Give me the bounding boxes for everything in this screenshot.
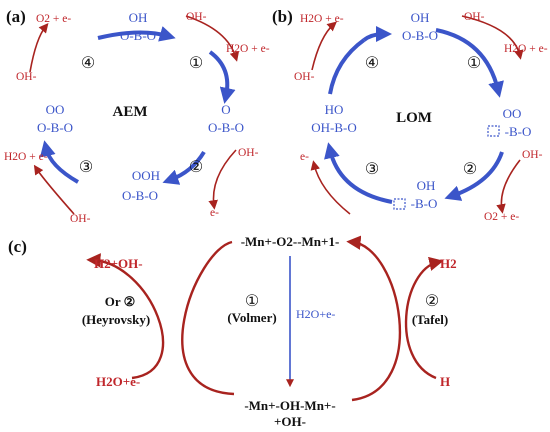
lom-s1-out: H2O + e-	[504, 43, 548, 55]
lom-s3-out: e-	[300, 151, 309, 163]
lom-site-right-lower: -B-O	[505, 124, 532, 139]
her-top-state: -Mn+-O2--Mn+1-	[241, 234, 340, 249]
lom-step-2: ②	[463, 161, 477, 178]
lom-site-left-upper: HO	[325, 102, 344, 117]
lom-side-1	[461, 15, 524, 60]
aem-s3-out: H2O + e-	[4, 151, 48, 163]
aem-site-right-lower: O-B-O	[208, 120, 244, 135]
tafel-in: H	[440, 374, 450, 389]
aem-s4-out: O2 + e-	[36, 13, 71, 25]
lom-step-3: ③	[365, 161, 379, 178]
aem-s2-out: e-	[210, 207, 219, 219]
lom-site-bottom-lower: -B-O	[411, 196, 438, 211]
lom-step-4: ④	[365, 55, 379, 72]
aem-site-top-lower: O-B-O	[120, 28, 156, 43]
aem-s1-in: OH-	[186, 11, 207, 23]
tafel-step: ②	[425, 293, 439, 310]
lom-site-top-upper: OH	[411, 10, 430, 25]
panel-b: (b) LOM OH O-B-O OO -B-O OH -B-O HO OH-B…	[272, 7, 548, 223]
lom-side-3	[310, 160, 351, 215]
aem-arc-1	[208, 50, 236, 104]
aem-step-2: ②	[189, 159, 203, 176]
tafel-label: (Tafel)	[412, 312, 448, 327]
heyrovsky-out: H2+OH-	[94, 256, 143, 271]
aem-s1-out: H2O + e-	[226, 43, 270, 55]
lom-arc-4	[362, 26, 392, 43]
lom-vacancy-bottom	[393, 198, 406, 210]
aem-site-left-upper: OO	[46, 102, 65, 117]
panel-a: (a) AEM OH O-B-O O O-B-O OOH O-B-O OO O-…	[4, 7, 270, 225]
aem-site-right-upper: O	[221, 102, 230, 117]
tafel-curve-inner	[404, 256, 444, 380]
lom-site-right-upper: OO	[503, 106, 522, 121]
her-bottom-state-2: +OH-	[274, 414, 306, 429]
lom-s2-out: O2 + e-	[484, 211, 519, 223]
heyrovsky-curve-inner	[86, 253, 164, 380]
lom-arc-3	[324, 142, 393, 204]
panel-a-label: (a)	[6, 7, 26, 26]
aem-side-1	[185, 15, 240, 62]
panel-c-label: (c)	[8, 237, 27, 256]
lom-vacancy-right	[487, 125, 500, 137]
heyrovsky-in: H2O+e-	[96, 374, 140, 389]
lom-side-2	[496, 159, 521, 214]
aem-s2-in: OH-	[238, 147, 259, 159]
lom-side-4	[311, 21, 337, 71]
lom-site-bottom-upper: OH	[417, 178, 436, 193]
lom-site-top-lower: O-B-O	[402, 28, 438, 43]
volmer-label: (Volmer)	[227, 310, 276, 325]
lom-arc-1	[435, 28, 504, 98]
aem-arc-2	[162, 150, 206, 185]
volmer-step: ①	[245, 293, 259, 310]
panel-b-label: (b)	[272, 7, 293, 26]
heyrovsky-curve-outer	[181, 240, 235, 396]
aem-side-2	[208, 149, 237, 210]
lom-site-left-lower: OH-B-O	[311, 120, 357, 135]
lom-s4-in: OH-	[294, 71, 315, 83]
lom-arc-4b	[328, 38, 366, 95]
tafel-curve-outer	[346, 235, 401, 402]
aem-site-bottom-upper: OOH	[132, 168, 160, 183]
heyrovsky-label-1: Or ②	[105, 294, 136, 309]
aem-title: AEM	[113, 104, 148, 120]
aem-site-left-lower: O-B-O	[37, 120, 73, 135]
panel-c: (c) -Mn+-O2--Mn+1- -Mn+-OH-Mn+- +OH- H2O…	[8, 234, 457, 429]
aem-step-3: ③	[79, 159, 93, 176]
lom-title: LOM	[396, 110, 432, 126]
her-bottom-state: -Mn+-OH-Mn+-	[244, 398, 335, 413]
aem-site-top-upper: OH	[129, 10, 148, 25]
aem-s3-in: OH-	[70, 213, 91, 225]
lom-arc-2	[444, 151, 504, 201]
aem-s4-in: OH-	[16, 71, 37, 83]
heyrovsky-label-2: (Heyrovsky)	[82, 312, 150, 327]
aem-side-3	[33, 164, 75, 215]
aem-step-1: ①	[189, 55, 203, 72]
lom-s4-out: H2O + e-	[300, 13, 344, 25]
lom-step-1: ①	[467, 55, 481, 72]
aem-arc-3	[39, 140, 79, 184]
aem-site-bottom-lower: O-B-O	[122, 188, 158, 203]
aem-step-4: ④	[81, 55, 95, 72]
aem-side-4	[29, 23, 49, 73]
aem-arc-4	[97, 26, 176, 42]
volmer-arrow-label: H2O+e-	[296, 307, 335, 321]
tafel-out: H2	[440, 256, 457, 271]
lom-s2-in: OH-	[522, 149, 543, 161]
lom-s1-in: OH-	[464, 11, 485, 23]
